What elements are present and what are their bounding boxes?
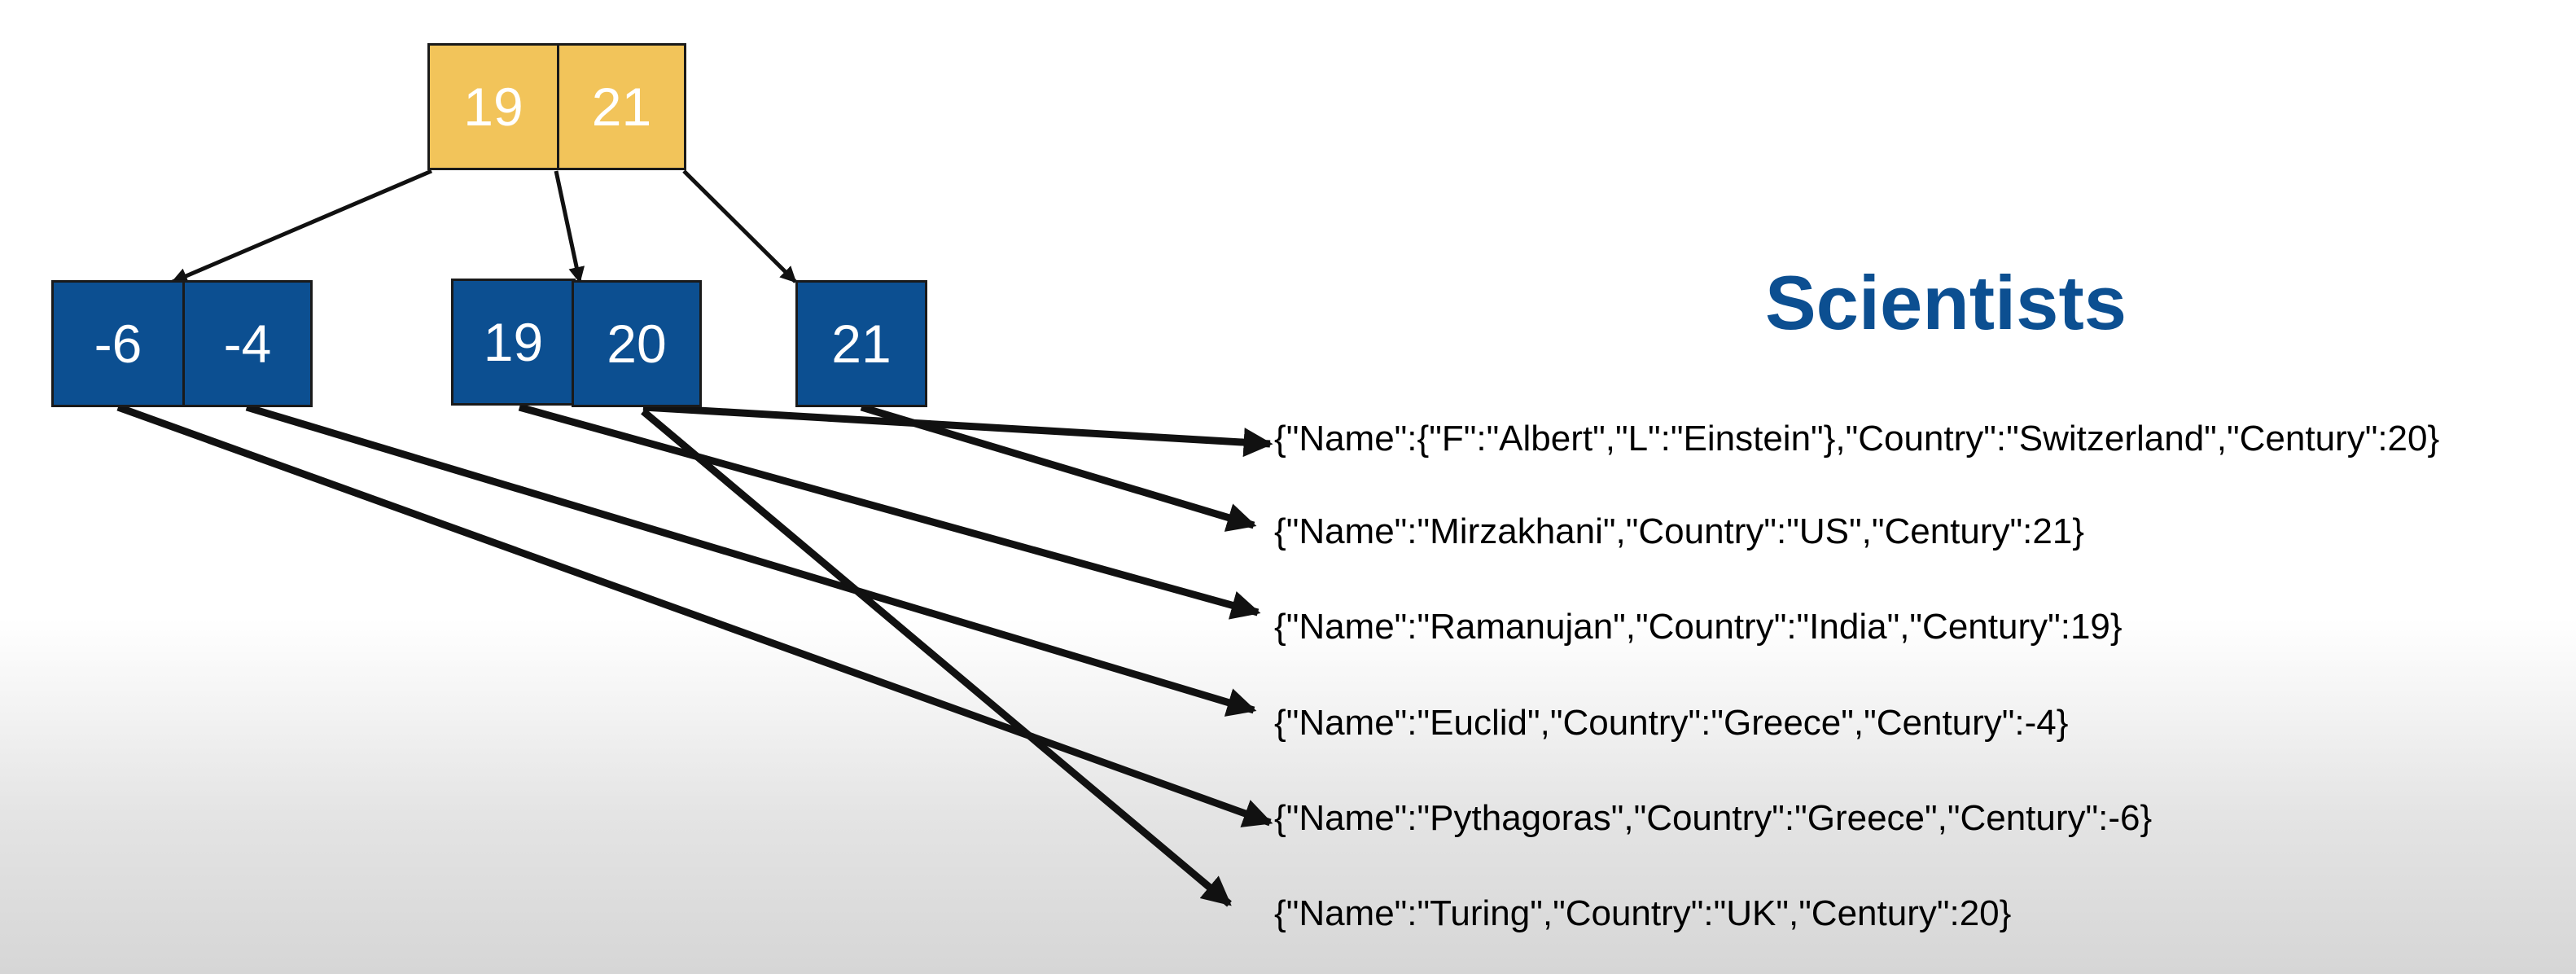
record-turing: {"Name":"Turing","Country":"UK","Century…: [1274, 893, 2012, 933]
key-minus6-to-pythagoras-arrow: [116, 403, 1273, 827]
key-21-to-mirzakhani-arrow: [860, 403, 1257, 532]
key-minus4-to-euclid-arrow: [245, 403, 1257, 717]
leaf-3-key-21: 21: [795, 280, 927, 407]
leaf-2-key-19: 19: [451, 279, 576, 406]
root-to-leaf-3-arrow: [682, 169, 797, 283]
record-ramanujan: {"Name":"Ramanujan","Country":"India","C…: [1274, 607, 2123, 647]
record-pythagoras: {"Name":"Pythagoras","Country":"Greece",…: [1274, 798, 2153, 838]
record-einstein: {"Name":{"F":"Albert","L":"Einstein"},"C…: [1274, 419, 2440, 458]
leaf-2-key-20: 20: [572, 280, 702, 407]
root-key-21: 21: [557, 43, 686, 170]
key-19-to-ramanujan-arrow: [518, 403, 1261, 620]
root-to-leaf-1-arrow: [171, 169, 432, 284]
collection-title: Scientists: [1764, 260, 2127, 345]
leaf-1-key-minus4: -4: [182, 280, 313, 407]
key-20-to-einstein-arrow: [642, 403, 1273, 458]
record-mirzakhani: {"Name":"Mirzakhani","Country":"US","Cen…: [1274, 511, 2085, 551]
leaf-1-key-minus6: -6: [51, 280, 185, 407]
root-key-19: 19: [427, 43, 559, 170]
root-to-leaf-2-arrow: [554, 170, 585, 283]
key-20-to-turing-arrow: [641, 408, 1232, 907]
record-euclid: {"Name":"Euclid","Country":"Greece","Cen…: [1274, 703, 2069, 743]
